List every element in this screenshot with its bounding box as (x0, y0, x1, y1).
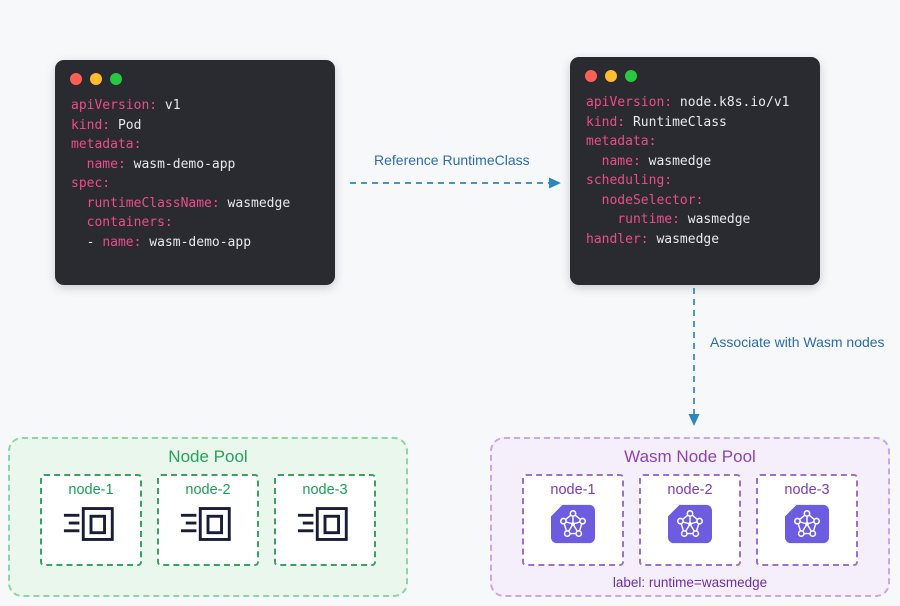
minimize-dot-icon (605, 70, 617, 82)
window-controls (55, 60, 335, 85)
wasm-node: node-3 (756, 474, 858, 566)
close-dot-icon (70, 73, 82, 85)
node-pool-node: node-3 (274, 474, 376, 566)
node-label: node-3 (784, 482, 830, 498)
wasm-node: node-1 (522, 474, 624, 566)
wasm-node-pool-title: Wasm Node Pool (624, 447, 756, 466)
node-pool-nodes: node-1 node-2 (10, 474, 406, 566)
node-pool: Node Pool node-1 node-2 (8, 437, 408, 597)
wasmedge-icon (785, 504, 829, 544)
reference-arrow-label: Reference RuntimeClass (374, 152, 530, 168)
wasm-node-pool: Wasm Node Pool node-1 (490, 437, 890, 597)
containerd-icon (63, 507, 114, 541)
wasm-pool-label: label: runtime=wasmedge (612, 575, 768, 590)
wasm-node-pool-nodes: node-1 (492, 474, 888, 566)
containerd-icon (180, 507, 231, 541)
maximize-dot-icon (625, 70, 637, 82)
node-pool-title: Node Pool (168, 447, 248, 466)
maximize-dot-icon (110, 73, 122, 85)
reference-arrow (350, 177, 561, 189)
minimize-dot-icon (90, 73, 102, 85)
node-label: node-3 (302, 482, 348, 498)
containerd-icon (297, 507, 348, 541)
node-label: node-2 (185, 482, 231, 498)
wasm-node: node-2 (639, 474, 741, 566)
node-pool-node: node-2 (157, 474, 259, 566)
associate-arrow-label: Associate with Wasm nodes (710, 334, 885, 350)
close-dot-icon (585, 70, 597, 82)
node-label: node-2 (667, 482, 713, 498)
wasmedge-icon (668, 504, 712, 544)
associate-arrow (688, 288, 700, 426)
wasmedge-icon (551, 504, 595, 544)
node-label: node-1 (68, 482, 114, 498)
window-controls (570, 57, 820, 82)
node-label: node-1 (550, 482, 596, 498)
node-pool-node: node-1 (40, 474, 142, 566)
